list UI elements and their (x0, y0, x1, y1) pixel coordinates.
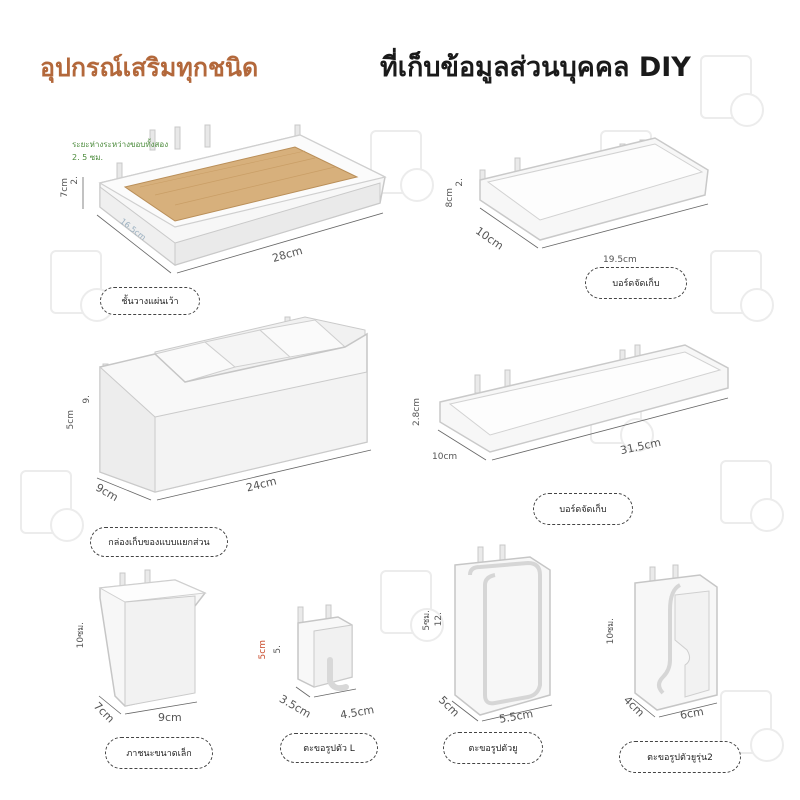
l-hook-height-frac: 5. (273, 645, 283, 654)
shelf-gap-value: 2. 5 ซม. (72, 153, 104, 162)
long-board-depth: 10cm (432, 452, 458, 462)
shelf-gap-note: ระยะห่างระหว่างขอบทั้งสอง (72, 140, 169, 149)
compartment-box-height: 5cm (66, 410, 76, 430)
small-container-illustration (98, 569, 207, 715)
l-hook-width: 4.5cm (339, 703, 376, 722)
long-board-label: บอร์ดจัดเก็บ (533, 493, 633, 525)
u-hook-2-width: 6cm (679, 705, 705, 722)
page-title-left: อุปกรณ์เสริมทุกชนิด (40, 53, 259, 82)
long-board-height: 2.8cm (412, 398, 422, 427)
small-board-illustration (479, 137, 709, 249)
compartment-box-illustration (96, 316, 372, 501)
u-hook-2-label: ตะขอรูปตัวยูรุ่น2 (619, 741, 741, 773)
l-hook-illustration (295, 604, 357, 698)
l-hook-label: ตะขอรูปตัว L (280, 733, 378, 763)
l-hook-height: 5cm (258, 640, 268, 660)
small-container-height: 10ซม. (76, 622, 86, 649)
u-hook-height-frac: 12. (434, 612, 444, 627)
small-container-label: ภาชนะขนาดเล็ก (105, 737, 213, 769)
shelf-height-frac: 2. (70, 176, 80, 185)
u-hook-height: 5ซม. (422, 610, 432, 631)
page-title-right: ที่เก็บข้อมูลส่วนบุคคล DIY (380, 52, 691, 83)
compartment-box-height-frac: 9. (82, 395, 92, 404)
small-board-width: 19.5cm (603, 255, 637, 265)
u-hook-label: ตะขอรูปตัวยู (443, 732, 543, 764)
small-container-width: 9cm (158, 711, 182, 724)
shelf-illustration (82, 124, 387, 274)
small-board-height-frac: 2. (455, 178, 465, 187)
shelf-label: ชั้นวางแผ่นเว้า (100, 287, 200, 315)
shelf-height: 7cm (60, 178, 70, 198)
long-board-illustration (437, 344, 729, 461)
small-board-label: บอร์ดจัดเก็บ (585, 267, 687, 299)
u-hook-2-height: 10ซม. (606, 618, 616, 645)
small-board-height: 8cm (445, 188, 455, 208)
u-hook-illustration (451, 544, 553, 722)
u-hook-2-illustration (632, 564, 718, 718)
compartment-box-label: กล่องเก็บของแบบแยกส่วน (90, 527, 228, 557)
